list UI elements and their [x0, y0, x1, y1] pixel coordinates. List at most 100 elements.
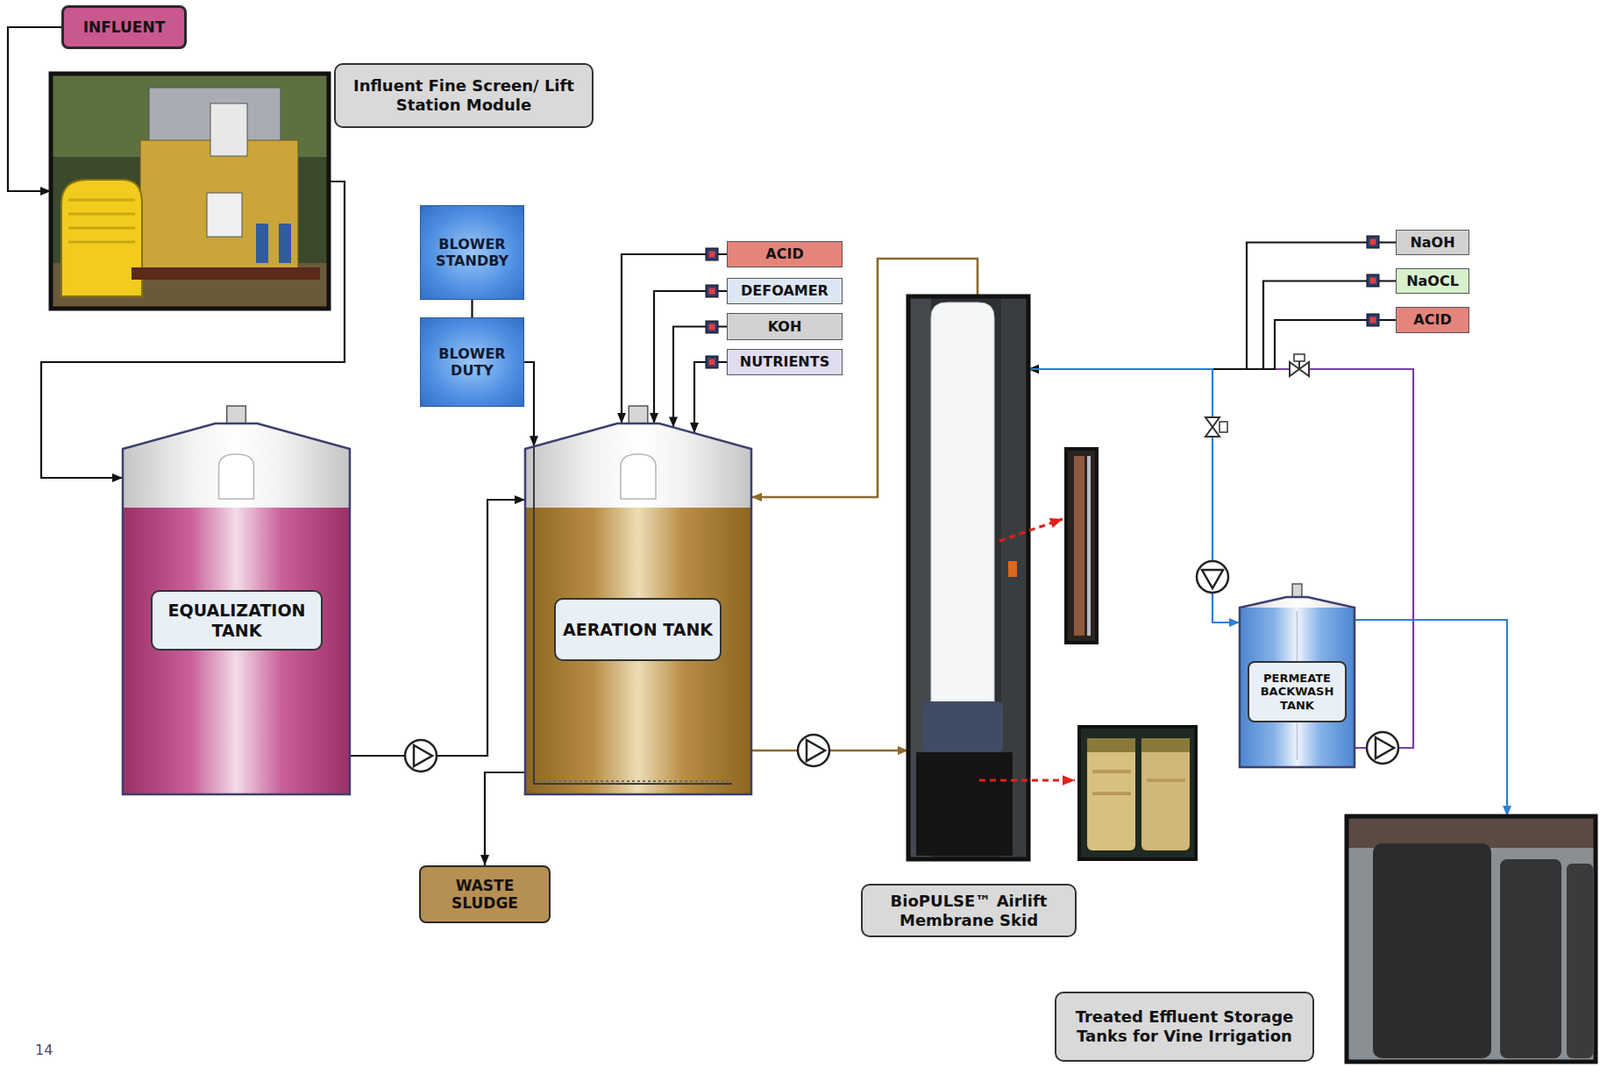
node-label: BLOWER DUTY	[426, 345, 519, 379]
membrane-inset-photo	[1066, 448, 1097, 643]
dosing-valve	[705, 355, 719, 369]
membrane-skid-photo	[922, 701, 1003, 753]
node-label: AERATION TANK	[562, 619, 713, 640]
callout-arrow	[979, 519, 1075, 781]
flow-line	[1028, 281, 1396, 370]
dosing-valve	[1366, 313, 1380, 327]
sludge-sample-photo	[1087, 738, 1136, 753]
membrane-skid-photo	[1008, 561, 1017, 577]
tank-liquid	[525, 507, 752, 795]
dosing-valve	[1370, 239, 1377, 246]
flow-line	[470, 299, 473, 318]
equipment-photo: Influent Fine Screen/ Lift Station Modul…	[50, 73, 329, 309]
dosing-valve	[705, 320, 719, 334]
pump-symbol	[413, 745, 433, 767]
dosing-valve	[705, 248, 719, 261]
sludge-sample-photo	[1079, 726, 1196, 860]
chemical-box: KOH	[726, 312, 843, 341]
storage-tank-photo	[1346, 816, 1596, 1062]
page-number: 14	[35, 1041, 53, 1059]
dosing-valve	[705, 320, 719, 334]
sludge-sample-photo	[1092, 771, 1186, 794]
sludge-sample-photo	[1141, 738, 1190, 753]
membrane-skid-photo	[908, 296, 1029, 860]
flow-line	[1028, 369, 1240, 623]
storage-tank-photo	[1500, 859, 1562, 1059]
membrane-inset-photo	[1066, 448, 1097, 643]
dosing-valve	[1366, 274, 1380, 287]
valve-symbol	[1219, 421, 1228, 433]
valve-symbol	[1294, 354, 1305, 362]
flow-line	[484, 772, 526, 866]
connector-group	[7, 27, 1508, 866]
dosing-valve	[1366, 235, 1380, 249]
lift-station-photo	[278, 223, 292, 264]
lift-station-photo	[61, 179, 143, 297]
pump-symbol	[1196, 561, 1229, 593]
lift-station-photo	[256, 223, 269, 264]
callout-arrow	[979, 779, 1075, 783]
equipment-photo: Treated Effluent Storage Tanks for Vine …	[1346, 816, 1596, 1062]
pump-symbol	[405, 739, 437, 772]
flow-line	[524, 362, 534, 447]
tank-outline	[1239, 597, 1355, 768]
valve-symbol	[1205, 417, 1220, 437]
pump-symbol	[1375, 737, 1394, 759]
node-label: DEFOAMER	[740, 282, 829, 299]
membrane-inset-photo	[1073, 455, 1085, 636]
label-box: BioPULSE™ Airlift Membrane Skid	[860, 883, 1077, 938]
storage-tank-photo	[1346, 816, 1596, 848]
sludge-sample-photo	[1079, 726, 1196, 860]
callout-arrow	[999, 519, 1063, 541]
sludge-sample-photo	[1141, 746, 1190, 851]
membrane-inset-photo	[1087, 455, 1091, 636]
tank-dome	[525, 423, 752, 795]
dosing-valve	[1370, 277, 1377, 285]
lift-station-photo	[210, 103, 248, 157]
dosing-valve	[709, 251, 716, 258]
membrane-skid-photo	[931, 302, 995, 704]
tank-dome	[1239, 597, 1355, 768]
valve-symbol	[1289, 362, 1309, 377]
label-box: Treated Effluent Storage Tanks for Vine …	[1054, 991, 1315, 1062]
pump-symbol	[1366, 732, 1399, 764]
node-label: KOH	[768, 318, 803, 335]
chemical-box: NaOH	[1395, 229, 1470, 256]
pump-symbol	[797, 734, 830, 767]
lift-station-photo	[140, 140, 299, 272]
valve-symbol	[1298, 361, 1301, 370]
dosing-valve	[705, 284, 719, 298]
flow-line	[1028, 320, 1396, 370]
flow-line	[694, 362, 727, 434]
tank-hatch	[219, 454, 255, 499]
dosing-valve	[1366, 235, 1380, 249]
storage-tank-photo	[1346, 816, 1596, 1062]
lift-station-photo	[50, 73, 329, 309]
chemical-box: ACID	[726, 241, 843, 268]
sludge-sample-photo	[1087, 746, 1136, 851]
pump-symbol	[1201, 569, 1224, 589]
lift-station-photo	[206, 192, 242, 237]
source-box: INFLUENT	[61, 5, 187, 50]
lift-station-photo	[131, 267, 320, 280]
label-box: AERATION TANK	[554, 597, 722, 662]
lift-station-photo	[50, 73, 329, 309]
storage-tank-photo	[1566, 863, 1593, 1059]
lift-station-photo	[68, 199, 136, 242]
label-box: PERMEATE BACKWASH TANK	[1247, 661, 1347, 723]
pump-symbol	[797, 734, 830, 767]
equipment-photo: BioPULSE™ Airlift Membrane Skid	[908, 296, 1029, 860]
pump-symbol	[1366, 732, 1399, 764]
chemical-box: NaOCL	[1395, 268, 1470, 294]
label-box: EQUALIZATION TANK	[150, 590, 323, 651]
air-diffuser	[537, 780, 731, 783]
pump-symbol	[405, 739, 437, 772]
node-label: NUTRIENTS	[739, 353, 830, 370]
tank-outline	[122, 423, 350, 795]
node-label: NaOCL	[1406, 272, 1459, 290]
chemical-box: ACID	[1395, 306, 1470, 334]
air-diffuser	[533, 447, 733, 784]
tank: PERMEATE BACKWASH TANK	[1239, 583, 1355, 768]
flow-line	[654, 291, 727, 424]
